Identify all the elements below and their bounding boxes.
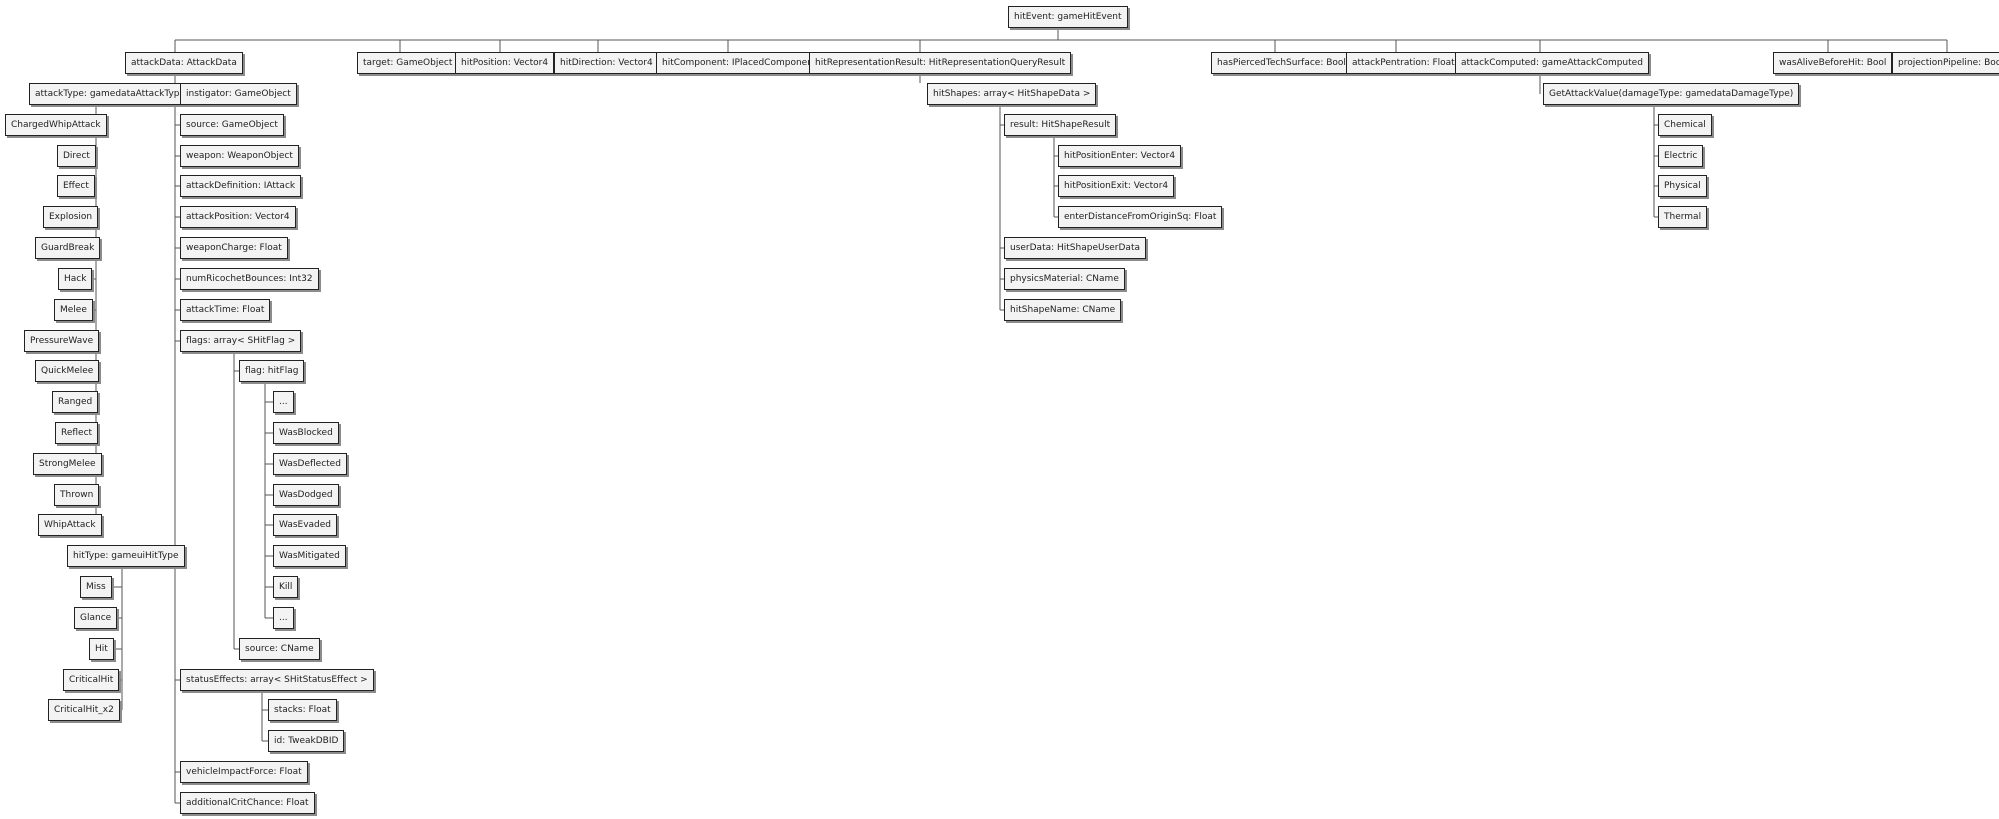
node-attack-type-value: StrongMelee (33, 453, 102, 475)
node-has-pierced-tech-surface: hasPiercedTechSurface: Bool (1211, 52, 1352, 74)
node-get-attack-value: GetAttackValue(damageType: gamedataDamag… (1543, 83, 1800, 105)
node-weapon-charge: weaponCharge: Float (180, 237, 288, 259)
node-was-alive-before-hit: wasAliveBeforeHit: Bool (1773, 52, 1893, 74)
node-hit-type: hitType: gameuiHitType (67, 545, 185, 567)
node-attack-type-value: Melee (54, 299, 93, 321)
node-attack-data: attackData: AttackData (125, 52, 243, 74)
node-flags: flags: array< SHitFlag > (180, 330, 302, 352)
node-additional-crit-chance: additionalCritChance: Float (180, 792, 315, 814)
node-attack-position: attackPosition: Vector4 (180, 206, 296, 228)
node-physics-material: physicsMaterial: CName (1004, 268, 1125, 290)
node-projection-pipeline: projectionPipeline: Bool (1892, 52, 1999, 74)
node-user-data: userData: HitShapeUserData (1004, 237, 1146, 259)
node-attack-type: attackType: gamedataAttackType (29, 83, 192, 105)
node-flag-value: WasDeflected (273, 453, 347, 475)
node-attack-type-value: ChargedWhipAttack (5, 114, 107, 136)
node-flags-source: source: CName (239, 638, 320, 660)
node-damage-type-value: Thermal (1658, 206, 1708, 228)
node-status-effects: statusEffects: array< SHitStatusEffect > (180, 669, 374, 691)
node-hit-type-value: Glance (74, 607, 118, 629)
node-hit-type-value: Miss (80, 576, 112, 598)
node-flag-value: Kill (273, 576, 299, 598)
node-attack-type-value: Reflect (55, 422, 99, 444)
node-flag: flag: hitFlag (239, 360, 305, 382)
node-target: target: GameObject (357, 52, 459, 74)
node-hit-representation-result: hitRepresentationResult: HitRepresentati… (809, 52, 1072, 74)
node-attack-computed: attackComputed: gameAttackComputed (1455, 52, 1649, 74)
node-vehicle-impact-force: vehicleImpactForce: Float (180, 761, 308, 783)
node-attack-time: attackTime: Float (180, 299, 271, 321)
node-attack-type-value: Hack (58, 268, 93, 290)
node-attack-type-value: WhipAttack (38, 514, 102, 536)
node-flag-value: ... (273, 391, 294, 413)
node-hit-type-value: Hit (89, 638, 114, 660)
node-hit-type-value: CriticalHit (63, 669, 120, 691)
node-root: hitEvent: gameHitEvent (1008, 6, 1128, 28)
node-attack-pentration: attackPentration: Float (1346, 52, 1461, 74)
node-hit-shape-name: hitShapeName: CName (1004, 299, 1122, 321)
node-hit-component: hitComponent: IPlacedComponent (656, 52, 823, 74)
node-id: id: TweakDBID (268, 730, 345, 752)
node-enter-distance-from-origin-sq: enterDistanceFromOriginSq: Float (1058, 206, 1223, 228)
node-attack-definition: attackDefinition: IAttack (180, 175, 302, 197)
node-attack-type-value: PressureWave (24, 330, 100, 352)
node-hit-position-enter: hitPositionEnter: Vector4 (1058, 145, 1182, 167)
node-attack-type-value: QuickMelee (35, 360, 100, 382)
node-hit-direction: hitDirection: Vector4 (554, 52, 659, 74)
node-hit-position-exit: hitPositionExit: Vector4 (1058, 175, 1175, 197)
node-hit-position: hitPosition: Vector4 (455, 52, 555, 74)
node-stacks: stacks: Float (268, 699, 337, 721)
node-result: result: HitShapeResult (1004, 114, 1117, 136)
node-flag-value: WasDodged (273, 484, 339, 506)
node-instigator: instigator: GameObject (180, 83, 297, 105)
node-attack-type-value: Explosion (43, 206, 99, 228)
node-weapon: weapon: WeaponObject (180, 145, 299, 167)
node-flag-value: ... (273, 607, 294, 629)
node-attack-type-value: Ranged (52, 391, 99, 413)
node-source-game-object: source: GameObject (180, 114, 284, 136)
node-flag-value: WasBlocked (273, 422, 339, 444)
node-hit-type-value: CriticalHit_x2 (48, 699, 120, 721)
node-attack-type-value: Direct (57, 145, 96, 167)
node-attack-type-value: Effect (57, 175, 95, 197)
node-hit-shapes: hitShapes: array< HitShapeData > (927, 83, 1097, 105)
node-damage-type-value: Chemical (1658, 114, 1712, 136)
node-num-ricochet-bounces: numRicochetBounces: Int32 (180, 268, 319, 290)
node-flag-value: WasMitigated (273, 545, 346, 567)
node-damage-type-value: Electric (1658, 145, 1704, 167)
node-flag-value: WasEvaded (273, 514, 338, 536)
node-damage-type-value: Physical (1658, 175, 1707, 197)
node-attack-type-value: Thrown (54, 484, 100, 506)
node-attack-type-value: GuardBreak (35, 237, 101, 259)
